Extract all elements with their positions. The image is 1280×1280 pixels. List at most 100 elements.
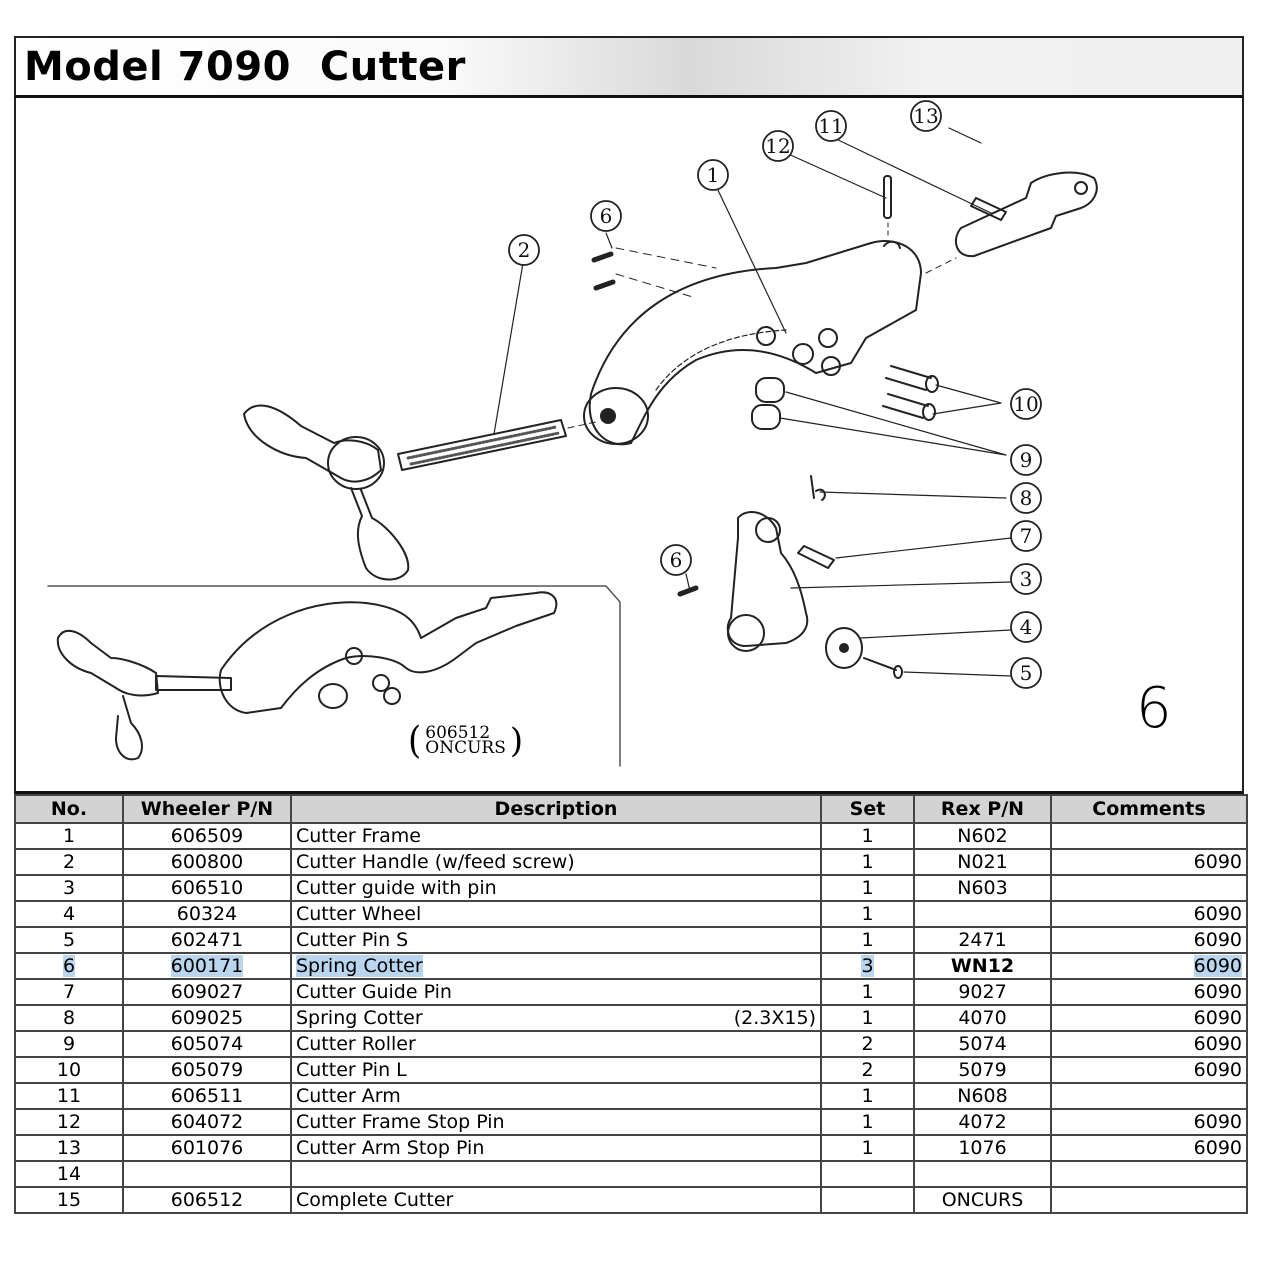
cell-description: Cutter Frame (290, 822, 822, 850)
cell-rex-pn: 4072 (913, 1108, 1052, 1136)
col-header-description[interactable]: Description (290, 794, 822, 824)
cell-text: 1 (62, 825, 76, 847)
callout-number: 9 (1020, 448, 1033, 472)
cell-text: 1076 (958, 1137, 1007, 1159)
cell-text: 10 (56, 1059, 82, 1081)
col-header-no[interactable]: No. (14, 794, 124, 824)
cell-text: 6090 (1193, 1007, 1242, 1029)
cell-description: Cutter Pin L (290, 1056, 822, 1084)
col-header-set[interactable]: Set (820, 794, 915, 824)
cell-text: 6090 (1193, 1137, 1242, 1159)
cell-text: 1 (861, 1085, 874, 1107)
cell-rex-pn: WN12 (913, 952, 1052, 980)
callout-number: 6 (600, 204, 613, 228)
callout-number: 4 (1020, 615, 1033, 639)
col-header-comments[interactable]: Comments (1050, 794, 1248, 824)
callout-circle (762, 130, 794, 162)
description-text: Spring Cotter (296, 1007, 423, 1029)
callout-12: 12 (762, 130, 794, 162)
col-header-rex-pn[interactable]: Rex P/N (913, 794, 1052, 824)
cell-set (820, 1186, 915, 1214)
cell-text: 6090 (1193, 981, 1242, 1003)
cell-set: 1 (820, 900, 915, 928)
cell-text: 4 (62, 903, 76, 925)
cell-wheeler-pn: 600171 (122, 952, 292, 980)
cell-wheeler-pn: 602471 (122, 926, 292, 954)
cell-no: 7 (14, 978, 124, 1006)
stop-pins-drawing (883, 175, 1007, 239)
cell-text: 6090 (1193, 851, 1242, 873)
cell-set: 1 (820, 1134, 915, 1162)
cell-text: 12 (56, 1111, 82, 1133)
description-text: Cutter Arm Stop Pin (296, 1137, 485, 1159)
cell-wheeler-pn: 605079 (122, 1056, 292, 1084)
assembly-label: ( 606512 ONCURS ) (408, 722, 523, 759)
cell-description: Spring Cotter (290, 952, 822, 980)
cell-comments (1050, 1160, 1248, 1188)
cell-rex-pn: 4070 (913, 1004, 1052, 1032)
cell-text: 15 (56, 1189, 82, 1211)
cell-text: 604072 (170, 1111, 244, 1133)
cell-description: Cutter Pin S (290, 926, 822, 954)
callout-10: 10 (1010, 388, 1042, 420)
cell-wheeler-pn: 604072 (122, 1108, 292, 1136)
table-row[interactable]: 14 (14, 1160, 1248, 1188)
callout-circle (1010, 482, 1042, 514)
callout-circle (1010, 563, 1042, 595)
cell-description: Complete Cutter (290, 1186, 822, 1214)
cell-set: 1 (820, 1108, 915, 1136)
cell-set: 1 (820, 822, 915, 850)
cell-text: 1 (861, 877, 874, 899)
callout-1: 1 (697, 159, 729, 191)
callout-circle (1010, 388, 1042, 420)
cell-text: 2471 (958, 929, 1007, 951)
col-header-wheeler-pn[interactable]: Wheeler P/N (122, 794, 292, 824)
cell-comments (1050, 822, 1248, 850)
cell-wheeler-pn: 606511 (122, 1082, 292, 1110)
cell-comments (1050, 1186, 1248, 1214)
cell-comments: 6090 (1050, 978, 1248, 1006)
cell-no: 14 (14, 1160, 124, 1188)
cell-text: 6090 (1193, 1111, 1242, 1133)
cell-description: Spring Cotter (2.3X15) (290, 1004, 822, 1032)
description-text: Cutter Pin S (296, 929, 409, 951)
cell-wheeler-pn (122, 1160, 292, 1188)
cell-text: 3 (861, 955, 874, 977)
cell-text: 600800 (170, 851, 244, 873)
callout-circle (590, 200, 622, 232)
callout-circle (1010, 611, 1042, 643)
callout-number: 8 (1020, 486, 1033, 510)
callout-13: 13 (910, 100, 942, 132)
cell-no: 1 (14, 822, 124, 850)
description-text: Cutter Frame Stop Pin (296, 1111, 505, 1133)
description-text: Cutter Wheel (296, 903, 422, 925)
description-text: Cutter Arm (296, 1085, 401, 1107)
cell-rex-pn (913, 1160, 1052, 1188)
cell-comments: 6090 (1050, 926, 1248, 954)
cell-no: 15 (14, 1186, 124, 1214)
callout-4: 4 (1010, 611, 1042, 643)
cell-no: 11 (14, 1082, 124, 1110)
cell-text: 13 (56, 1137, 82, 1159)
cell-comments (1050, 1082, 1248, 1110)
description-note: (2.3X15) (733, 1007, 816, 1029)
cell-text: 1 (861, 929, 874, 951)
cell-no: 10 (14, 1056, 124, 1084)
cell-description: Cutter Handle (w/feed screw) (290, 848, 822, 876)
cell-text: 6090 (1193, 1033, 1242, 1055)
